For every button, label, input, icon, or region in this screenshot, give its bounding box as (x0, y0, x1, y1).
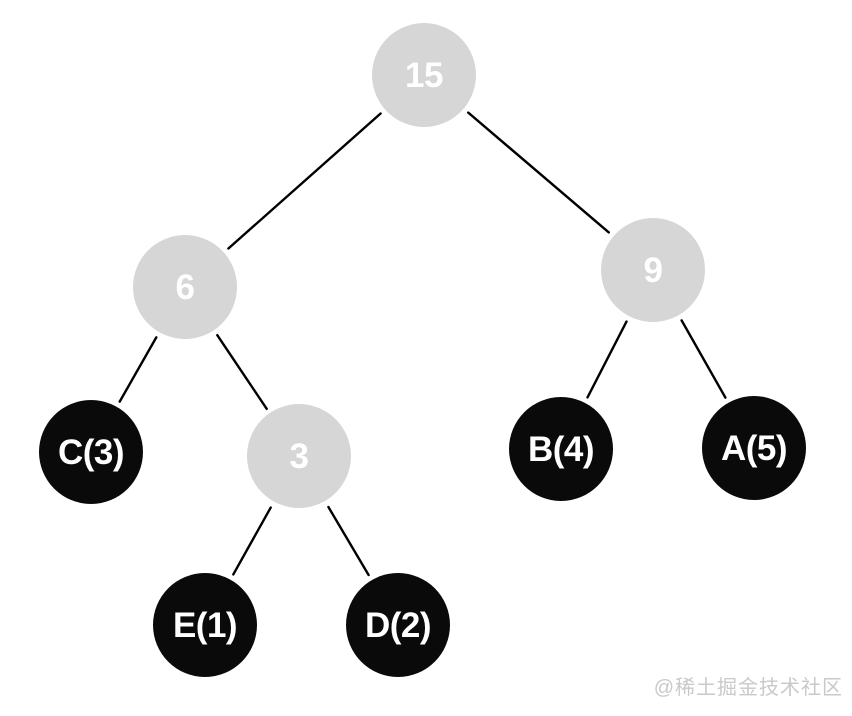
tree-node-leaf-c3: C(3) (39, 400, 143, 504)
watermark-text: @稀土掘金技术社区 (653, 677, 843, 699)
tree-node-9: 9 (601, 218, 705, 322)
node-label: D(2) (364, 605, 432, 645)
tree-node-6: 6 (133, 235, 237, 339)
edge-9-a (680, 319, 727, 399)
edge-15-9 (467, 111, 610, 234)
node-label: 3 (289, 436, 309, 476)
node-label: C(3) (57, 432, 125, 472)
tree-node-leaf-e1: E(1) (153, 573, 257, 677)
edge-3-d (327, 505, 370, 577)
tree-node-root-15: 15 (372, 23, 476, 127)
node-label: A(5) (720, 428, 788, 468)
node-label: 6 (175, 267, 195, 307)
node-label: 15 (405, 55, 443, 95)
edge-6-3 (216, 334, 268, 410)
tree-node-leaf-b4: B(4) (509, 397, 613, 501)
tree-node-leaf-a5: A(5) (702, 396, 806, 500)
edge-6-c (118, 336, 158, 403)
tree-node-leaf-d2: D(2) (346, 573, 450, 677)
node-label: E(1) (172, 605, 238, 645)
node-label: 9 (643, 250, 663, 290)
node-label: B(4) (527, 429, 595, 469)
edge-3-e (232, 506, 272, 576)
edge-9-b (586, 320, 628, 399)
edge-15-6 (227, 112, 382, 250)
tree-node-3: 3 (247, 404, 351, 508)
